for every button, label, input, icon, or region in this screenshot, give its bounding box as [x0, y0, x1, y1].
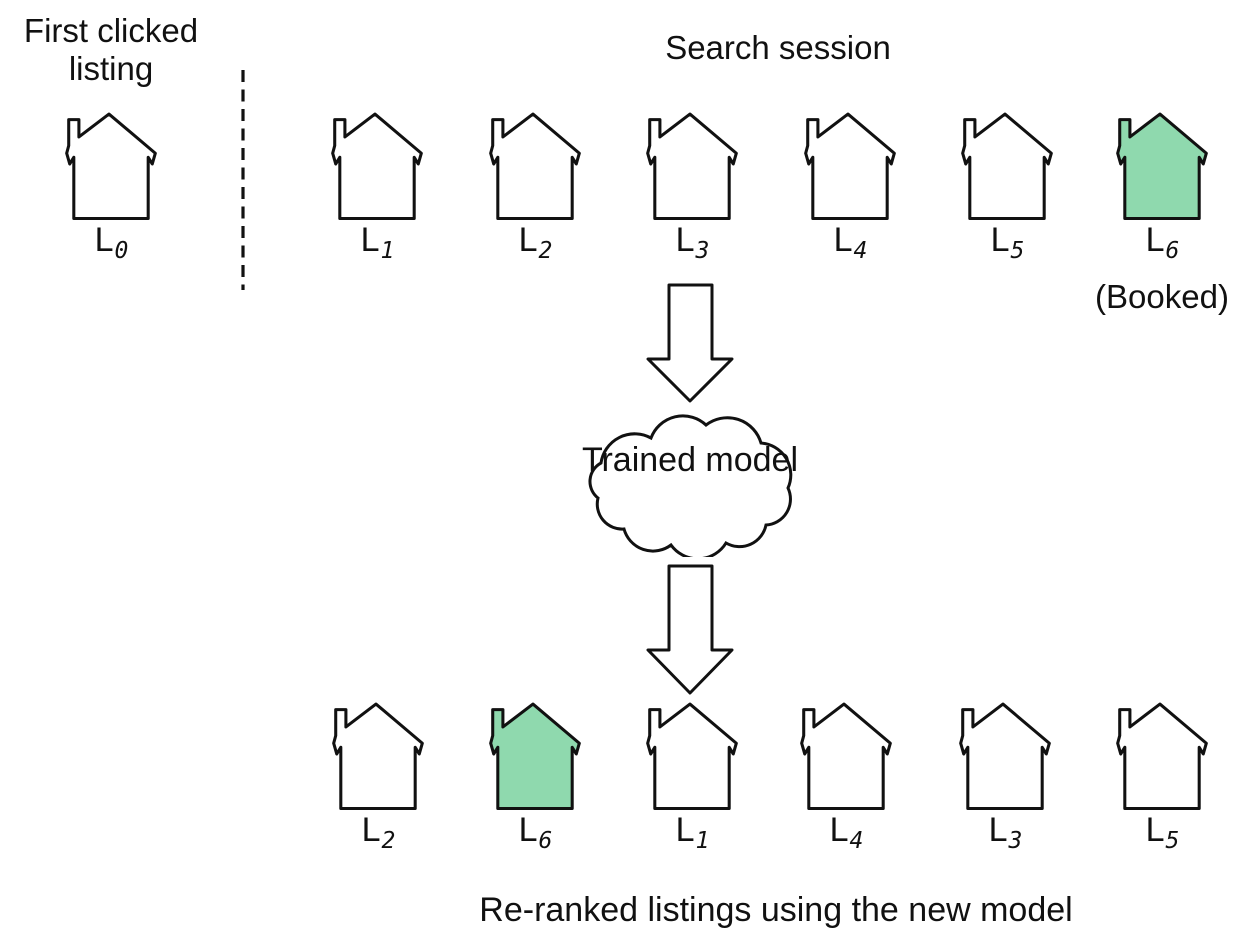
- listing-subscript: 6: [538, 828, 553, 854]
- listing-subscript: 2: [381, 828, 396, 854]
- listing-subscript: 0: [114, 238, 129, 264]
- search-listing-6-booked: L6 (Booked): [1095, 112, 1229, 315]
- booked-note: (Booked): [1095, 278, 1229, 315]
- reranked-listing-4: L4: [799, 702, 893, 853]
- house-icon: [803, 112, 897, 220]
- listing-letter: L: [1145, 221, 1165, 259]
- listing-label: L6: [488, 811, 582, 852]
- reranked-listing-3: L1: [645, 702, 739, 853]
- listing-letter: L: [675, 221, 695, 259]
- listing-letter: L: [361, 811, 381, 849]
- listing-subscript: 5: [1165, 828, 1180, 854]
- listing-letter: L: [518, 811, 538, 849]
- search-listing-4: L4: [803, 112, 897, 263]
- trained-model-label: Trained model: [581, 441, 799, 479]
- listing-label: L4: [799, 811, 893, 852]
- first-clicked-listing: L0: [64, 112, 158, 263]
- dashed-divider: [241, 70, 245, 290]
- house-icon: [958, 702, 1052, 810]
- listing-label: L1: [330, 221, 424, 262]
- house-icon: [1115, 112, 1209, 220]
- house-icon: [488, 702, 582, 810]
- arrow-down-icon: [646, 564, 734, 695]
- search-listing-1: L1: [330, 112, 424, 263]
- reranked-listing-2-booked: L6: [488, 702, 582, 853]
- listing-label: L5: [960, 221, 1054, 262]
- search-listing-3: L3: [645, 112, 739, 263]
- listing-label: L6: [1115, 221, 1209, 262]
- reranked-listing-1: L2: [331, 702, 425, 853]
- listing-letter: L: [988, 811, 1008, 849]
- listing-label: L4: [803, 221, 897, 262]
- reranked-caption: Re-ranked listings using the new model: [479, 891, 1073, 929]
- listing-label: L5: [1115, 811, 1209, 852]
- search-session-title: Search session: [665, 29, 891, 66]
- house-icon: [645, 702, 739, 810]
- cloud-icon: [588, 414, 793, 557]
- listing-letter: L: [518, 221, 538, 259]
- listing-letter: L: [675, 811, 695, 849]
- house-icon: [1115, 702, 1209, 810]
- listing-letter: L: [833, 221, 853, 259]
- reranked-listing-5: L3: [958, 702, 1052, 853]
- house-icon: [330, 112, 424, 220]
- first-clicked-title: First clicked listing: [23, 12, 199, 88]
- listing-label: L3: [645, 221, 739, 262]
- search-listing-5: L5: [960, 112, 1054, 263]
- listing-label: L1: [645, 811, 739, 852]
- listing-label: L3: [958, 811, 1052, 852]
- house-icon: [488, 112, 582, 220]
- search-listing-2: L2: [488, 112, 582, 263]
- listing-subscript: 1: [380, 238, 395, 264]
- house-icon: [960, 112, 1054, 220]
- listing-letter: L: [829, 811, 849, 849]
- listing-letter: L: [360, 221, 380, 259]
- listing-subscript: 4: [849, 828, 864, 854]
- arrow-down-icon: [646, 283, 734, 403]
- listing-letter: L: [94, 221, 114, 259]
- listing-letter: L: [1145, 811, 1165, 849]
- listing-subscript: 1: [695, 828, 710, 854]
- listing-label: L0: [64, 221, 158, 262]
- listing-label: L2: [488, 221, 582, 262]
- listing-subscript: 6: [1165, 238, 1180, 264]
- house-icon: [64, 112, 158, 220]
- house-icon: [331, 702, 425, 810]
- listing-subscript: 3: [1008, 828, 1023, 854]
- listing-subscript: 5: [1010, 238, 1025, 264]
- listing-label: L2: [331, 811, 425, 852]
- listing-subscript: 3: [695, 238, 710, 264]
- house-icon: [799, 702, 893, 810]
- listing-subscript: 2: [538, 238, 553, 264]
- listing-subscript: 4: [853, 238, 868, 264]
- house-icon: [645, 112, 739, 220]
- listing-letter: L: [990, 221, 1010, 259]
- trained-model-node: Trained model: [576, 403, 804, 557]
- reranked-listing-6: L5: [1115, 702, 1209, 853]
